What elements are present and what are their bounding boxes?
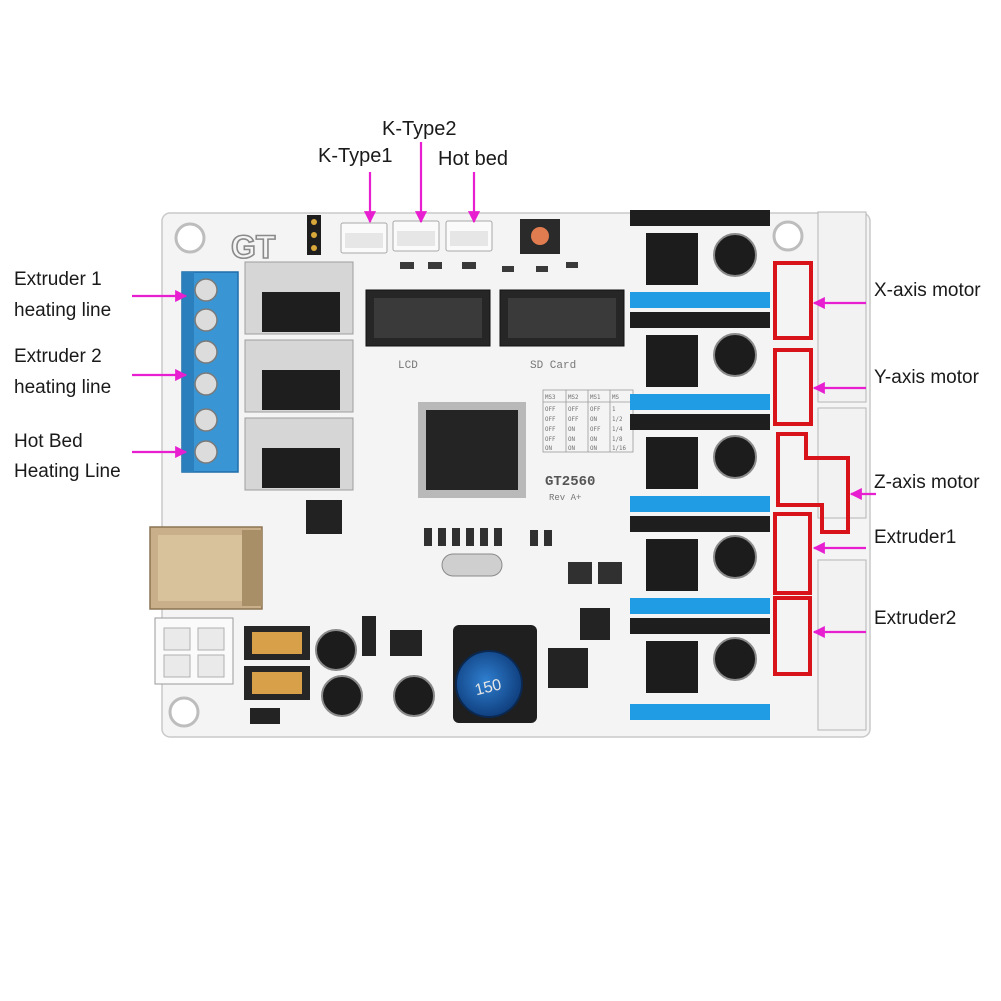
microstep-jumpers (646, 233, 698, 693)
connector-highlight-boxes (773, 261, 850, 676)
svg-text:1/16: 1/16 (612, 446, 626, 452)
svg-text:ON: ON (590, 437, 597, 443)
extruder1-heating-label-line2: heating line (14, 300, 112, 321)
hotbed-heating-label-line2: Heating Line (14, 461, 121, 482)
smd-component-row (424, 528, 622, 584)
svg-text:ON: ON (590, 417, 597, 423)
extruder1-label: Extruder1 (874, 527, 957, 548)
extruder2-label: Extruder2 (874, 608, 957, 629)
driver-socket-1 (630, 210, 770, 308)
svg-text:OFF: OFF (545, 417, 556, 423)
power-input-connector (154, 617, 234, 685)
crystal-oscillator (441, 553, 503, 577)
top-pin-header (307, 215, 321, 255)
board-model-text: GT2560 (545, 474, 595, 490)
mosfet-row (244, 261, 354, 491)
power-inductor: 150 (453, 625, 537, 723)
regulator-chips (250, 608, 610, 724)
z-axis-motor-label: Z-axis motor (874, 472, 980, 493)
svg-text:ON: ON (568, 427, 575, 433)
usb-b-connector (149, 526, 263, 610)
gt-logo: GT (230, 228, 276, 266)
svg-text:OFF: OFF (590, 427, 601, 433)
svg-text:ON: ON (545, 446, 552, 452)
fuse-holders (244, 626, 310, 700)
driver-socket-5 (630, 618, 770, 720)
driver-capacitors (713, 233, 757, 681)
k-type2-connector (392, 220, 440, 252)
svg-text:ON: ON (568, 446, 575, 452)
power-capacitors (315, 629, 435, 717)
inductor-marking: 150 (473, 676, 503, 699)
hotbed-heating-label-line1: Hot Bed (14, 431, 83, 452)
svg-text:ON: ON (568, 437, 575, 443)
extruder2-heating-label-line1: Extruder 2 (14, 346, 102, 367)
sd-card-label: SD Card (530, 360, 576, 372)
svg-text:OFF: OFF (568, 407, 579, 413)
logo-text: GT (231, 229, 276, 265)
stepper-driver-sockets (630, 210, 770, 720)
k-type1-label: K-Type1 (318, 145, 393, 167)
motor-connector-column (817, 211, 867, 731)
svg-text:MS3: MS3 (545, 395, 556, 401)
board-revision-text: Rev A+ (549, 493, 581, 503)
svg-text:1/8: 1/8 (612, 437, 623, 443)
y-axis-motor-label: Y-axis motor (874, 367, 979, 388)
microstep-table-text: MS3 MS2 MS1 MS OFF OFF OFF 1 OFF OFF ON … (545, 395, 626, 452)
svg-text:MS2: MS2 (568, 395, 578, 401)
k-type1-connector (340, 222, 388, 254)
microstep-table (542, 389, 634, 453)
usb-serial-chip (306, 500, 342, 534)
svg-text:1/2: 1/2 (612, 417, 622, 423)
extruder2-heating-label-line2: heating line (14, 377, 112, 398)
x-axis-motor-label: X-axis motor (874, 280, 981, 301)
svg-text:1: 1 (612, 407, 616, 413)
driver-socket-3 (630, 414, 770, 512)
small-smd-parts (400, 262, 578, 272)
hot-bed-label: Hot bed (438, 148, 509, 170)
screw-terminal-block (181, 271, 239, 473)
hot-bed-connector (445, 220, 493, 252)
callout-arrows (132, 142, 876, 639)
reset-button (520, 219, 560, 254)
svg-text:OFF: OFF (590, 407, 601, 413)
lcd-header: LCD (365, 289, 491, 372)
driver-socket-4 (630, 516, 770, 614)
x-axis-highlight (773, 261, 813, 340)
y-axis-highlight (773, 348, 813, 426)
svg-text:OFF: OFF (545, 437, 556, 443)
driver-socket-2 (630, 312, 770, 410)
svg-text:ON: ON (590, 446, 597, 452)
sd-card-header: SD Card (499, 289, 625, 372)
z-axis-highlight (776, 432, 850, 534)
svg-text:MS1: MS1 (590, 395, 601, 401)
svg-text:OFF: OFF (545, 427, 556, 433)
extruder1-highlight (773, 512, 812, 595)
svg-text:OFF: OFF (568, 417, 579, 423)
k-type2-label: K-Type2 (382, 118, 457, 140)
extruder1-heating-label-line1: Extruder 1 (14, 269, 102, 290)
svg-text:MS: MS (612, 395, 619, 401)
extruder2-highlight (773, 596, 812, 676)
lcd-label: LCD (398, 360, 418, 372)
svg-text:1/4: 1/4 (612, 427, 623, 433)
svg-text:OFF: OFF (545, 407, 556, 413)
microcontroller-chip: GT2560 Rev A+ (418, 402, 595, 503)
